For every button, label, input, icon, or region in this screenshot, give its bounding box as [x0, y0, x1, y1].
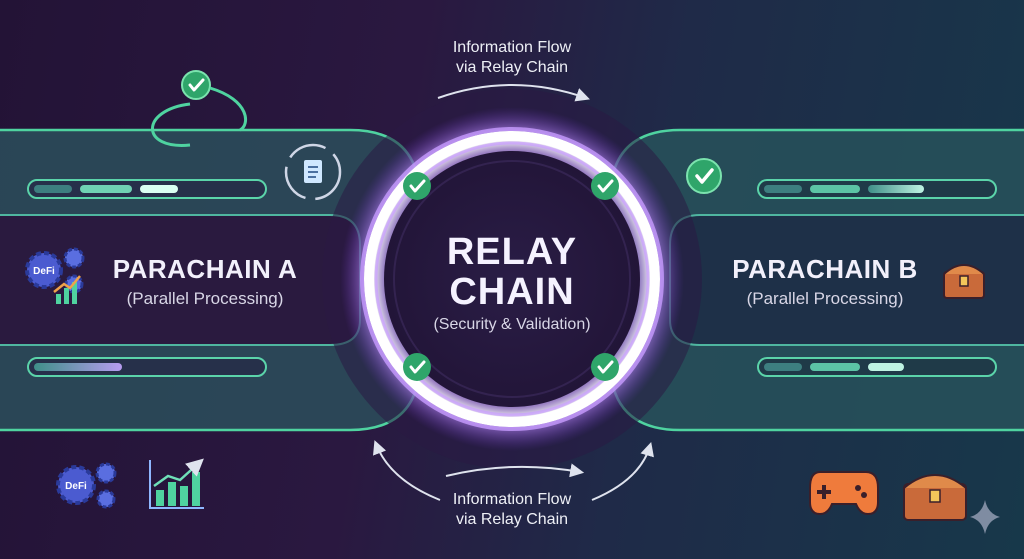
parachain-a-subtitle: (Parallel Processing)	[126, 289, 284, 308]
flow-label-bottom-line2: via Relay Chain	[455, 511, 569, 528]
progress-bar-b-top	[757, 179, 997, 199]
relay-chain-title-line1: RELAY	[446, 231, 578, 273]
relay-chain-title-line2: CHAIN	[449, 271, 575, 313]
check-icon	[403, 353, 431, 381]
flow-arrow-top	[437, 84, 590, 102]
flow-arrow-bottom	[445, 463, 585, 478]
progress-bar-a-top	[27, 179, 267, 199]
parachain-b-title: PARACHAIN B	[732, 254, 918, 284]
check-icon	[403, 172, 431, 200]
flow-label-top: Information Flow via Relay Chain	[402, 38, 622, 78]
progress-bar-a-bottom	[27, 357, 267, 377]
gears-defi-icon	[56, 462, 117, 509]
flow-arrow-left	[373, 440, 441, 501]
check-icon	[591, 172, 619, 200]
check-icon	[591, 353, 619, 381]
relay-chain-label: RELAY CHAIN (Security & Validation)	[402, 232, 622, 334]
flow-label-top-line2: via Relay Chain	[455, 59, 569, 76]
defi-badge: DeFi	[33, 266, 55, 277]
parachain-a-band	[0, 128, 422, 432]
document-sync-icon	[284, 143, 342, 201]
progress-bar-b-bottom	[757, 357, 997, 377]
parachain-b-subtitle: (Parallel Processing)	[746, 289, 904, 308]
parachain-a-label: PARACHAIN A (Parallel Processing)	[90, 254, 320, 309]
loop-arc	[151, 86, 248, 147]
sparkle-icon	[970, 500, 1000, 534]
check-icon	[181, 70, 211, 100]
flow-label-bottom-line1: Information Flow	[452, 491, 572, 508]
flow-label-top-line1: Information Flow	[452, 39, 572, 56]
parachain-b-label: PARACHAIN B (Parallel Processing)	[710, 254, 940, 309]
relay-chain-subtitle: (Security & Validation)	[433, 316, 591, 333]
defi-badge: DeFi	[65, 481, 87, 492]
treasure-chest-icon	[943, 264, 985, 299]
growth-chart-icon	[149, 458, 204, 509]
treasure-chest-icon	[903, 474, 967, 521]
growth-chart-icon	[53, 275, 81, 304]
flow-arrow-right	[591, 441, 654, 501]
parachain-a-title: PARACHAIN A	[112, 254, 298, 284]
flow-label-bottom: Information Flow via Relay Chain	[402, 490, 622, 530]
gamepad-icon	[809, 471, 879, 516]
check-icon	[686, 158, 722, 194]
